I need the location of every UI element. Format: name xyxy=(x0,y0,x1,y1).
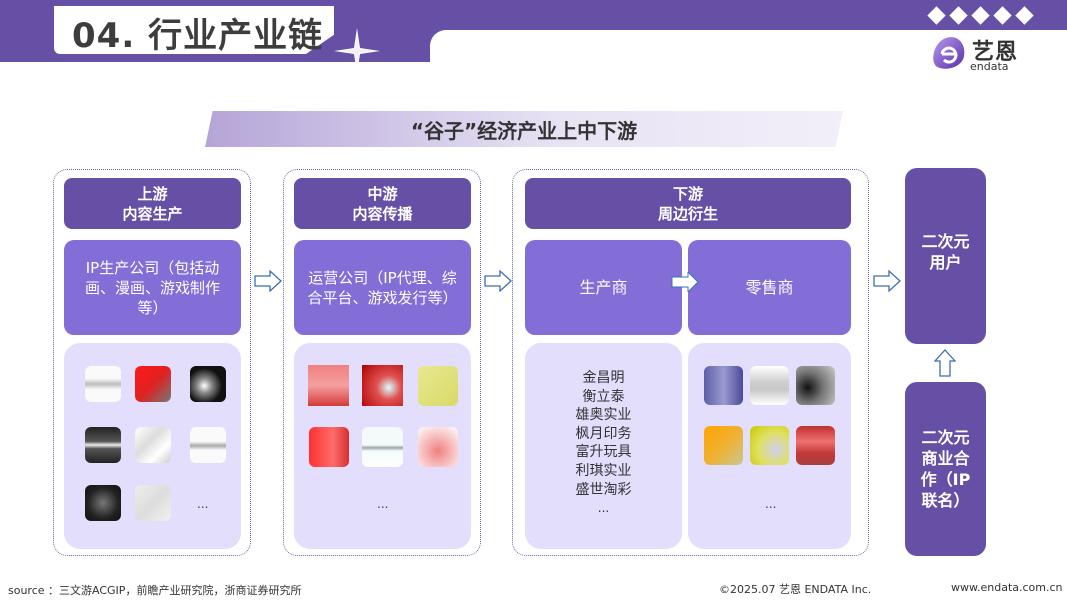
midstream-header-role: 内容传播 xyxy=(352,204,413,223)
company-name: 利琪实业 xyxy=(575,462,632,479)
upstream-group xyxy=(53,169,251,556)
manufacturer-company-list: 金昌明 衡立泰 雄奥实业 枫月印务 富升玩具 利琪实业 盛世淘彩 ... xyxy=(525,369,682,518)
arrow-right-icon xyxy=(484,270,512,292)
ip-logo-thumbnail xyxy=(85,366,121,402)
arrow-up-icon xyxy=(934,349,956,377)
more-ellipsis: ... xyxy=(197,497,209,511)
company-name: 雄奥实业 xyxy=(575,407,632,424)
anime-users-node: 二次元 用户 xyxy=(905,168,986,344)
collab-node-line: 联名） xyxy=(921,491,970,510)
operator-logo-thumbnail xyxy=(362,365,403,406)
more-ellipsis: ... xyxy=(377,497,389,511)
ip-logo-thumbnail xyxy=(135,485,171,521)
upstream-header-role: 内容生产 xyxy=(122,204,183,223)
collab-node-line: 商业合 xyxy=(921,449,970,468)
logo-chinese-text: 艺恩 xyxy=(972,40,1019,65)
company-name: 富升玩具 xyxy=(575,444,632,461)
midstream-description-text: 运营公司（IP代理、综合平台、游戏发行等） xyxy=(307,268,458,307)
downstream-header-stage: 下游 xyxy=(672,184,703,203)
upstream-description: IP生产公司（包括动画、漫画、游戏制作等） xyxy=(64,240,241,335)
website-url: www.endata.com.cn xyxy=(951,581,1063,594)
ip-logo-thumbnail xyxy=(135,427,171,463)
company-name: 衡立泰 xyxy=(582,388,625,405)
retailer-label: 零售商 xyxy=(745,277,794,297)
company-name: 金昌明 xyxy=(582,370,625,386)
diamond-icon xyxy=(949,6,968,25)
diamond-decoration xyxy=(927,6,1034,25)
logo-english-text: endata xyxy=(970,60,1009,73)
endata-logo-mark-icon xyxy=(933,37,965,69)
operator-logo-thumbnail xyxy=(309,427,349,467)
diamond-icon xyxy=(971,6,990,25)
ip-collab-node: 二次元 商业合 作（IP 联名） xyxy=(905,382,986,556)
manufacturer-label: 生产商 xyxy=(579,277,628,297)
retailer-logo-thumbnail xyxy=(750,366,789,405)
diamond-icon xyxy=(1015,6,1034,25)
operator-logo-thumbnail xyxy=(418,366,458,406)
midstream-logo-panel: ... xyxy=(294,343,471,549)
retailer-box: 零售商 xyxy=(688,240,851,335)
retailer-logo-thumbnail xyxy=(796,366,835,405)
page-title: 04. 行业产业链 xyxy=(72,16,324,56)
ip-logo-thumbnail xyxy=(85,485,121,521)
downstream-group xyxy=(512,169,869,556)
users-node-line1: 二次元 xyxy=(921,232,970,251)
manufacturer-box: 生产商 xyxy=(525,240,682,335)
title-box xyxy=(54,6,334,54)
arrow-right-icon xyxy=(254,270,282,292)
arrow-right-icon xyxy=(873,270,901,292)
users-node-line2: 用户 xyxy=(929,253,962,272)
copyright: ©2025.07 艺恩 ENDATA Inc. xyxy=(719,583,872,596)
operator-logo-thumbnail xyxy=(362,427,403,467)
retailer-logo-thumbnail xyxy=(796,426,835,465)
retailer-logo-thumbnail xyxy=(704,426,743,465)
midstream-description: 运营公司（IP代理、综合平台、游戏发行等） xyxy=(294,240,471,335)
collab-node-line: 二次元 xyxy=(921,428,970,447)
manufacturer-list-panel: 金昌明 衡立泰 雄奥实业 枫月印务 富升玩具 利琪实业 盛世淘彩 ... xyxy=(525,343,682,549)
more-ellipsis: ... xyxy=(597,501,610,516)
operator-logo-thumbnail xyxy=(308,365,349,406)
diamond-icon xyxy=(927,6,946,25)
midstream-header-stage: 中游 xyxy=(367,184,398,203)
diagram-subtitle: “谷子”经济产业上中下游 xyxy=(205,111,843,147)
company-name: 枫月印务 xyxy=(575,425,632,442)
collab-node-line: 作（IP xyxy=(920,470,971,489)
retailer-logo-panel: ... xyxy=(688,343,851,549)
subtitle-text: “谷子”经济产业上中下游 xyxy=(410,118,638,143)
source-citation: source ：三文游ACGIP，前瞻产业研究院，浙商证券研究所 xyxy=(8,584,302,597)
retailer-logo-thumbnail xyxy=(750,426,789,465)
more-ellipsis: ... xyxy=(765,497,777,511)
downstream-header: 下游 周边衍生 xyxy=(525,178,851,229)
ip-logo-thumbnail xyxy=(85,427,121,463)
operator-logo-thumbnail xyxy=(418,427,458,467)
diamond-icon xyxy=(993,6,1012,25)
ip-logo-thumbnail xyxy=(135,366,171,402)
downstream-header-role: 周边衍生 xyxy=(657,204,718,223)
arrow-right-icon xyxy=(671,272,699,292)
upstream-header-stage: 上游 xyxy=(137,184,168,203)
upstream-header: 上游 内容生产 xyxy=(64,178,241,229)
endata-logo: 艺恩 endata xyxy=(930,34,1040,74)
retailer-logo-thumbnail xyxy=(704,366,743,405)
upstream-logo-panel: ... xyxy=(64,343,241,549)
ip-logo-thumbnail xyxy=(190,427,226,463)
midstream-group xyxy=(283,169,481,556)
midstream-header: 中游 内容传播 xyxy=(294,178,471,229)
company-name: 盛世淘彩 xyxy=(575,481,632,498)
ip-logo-thumbnail xyxy=(190,366,226,402)
upstream-description-text: IP生产公司（包括动画、漫画、游戏制作等） xyxy=(84,258,220,317)
sparkle-icon xyxy=(334,28,380,74)
